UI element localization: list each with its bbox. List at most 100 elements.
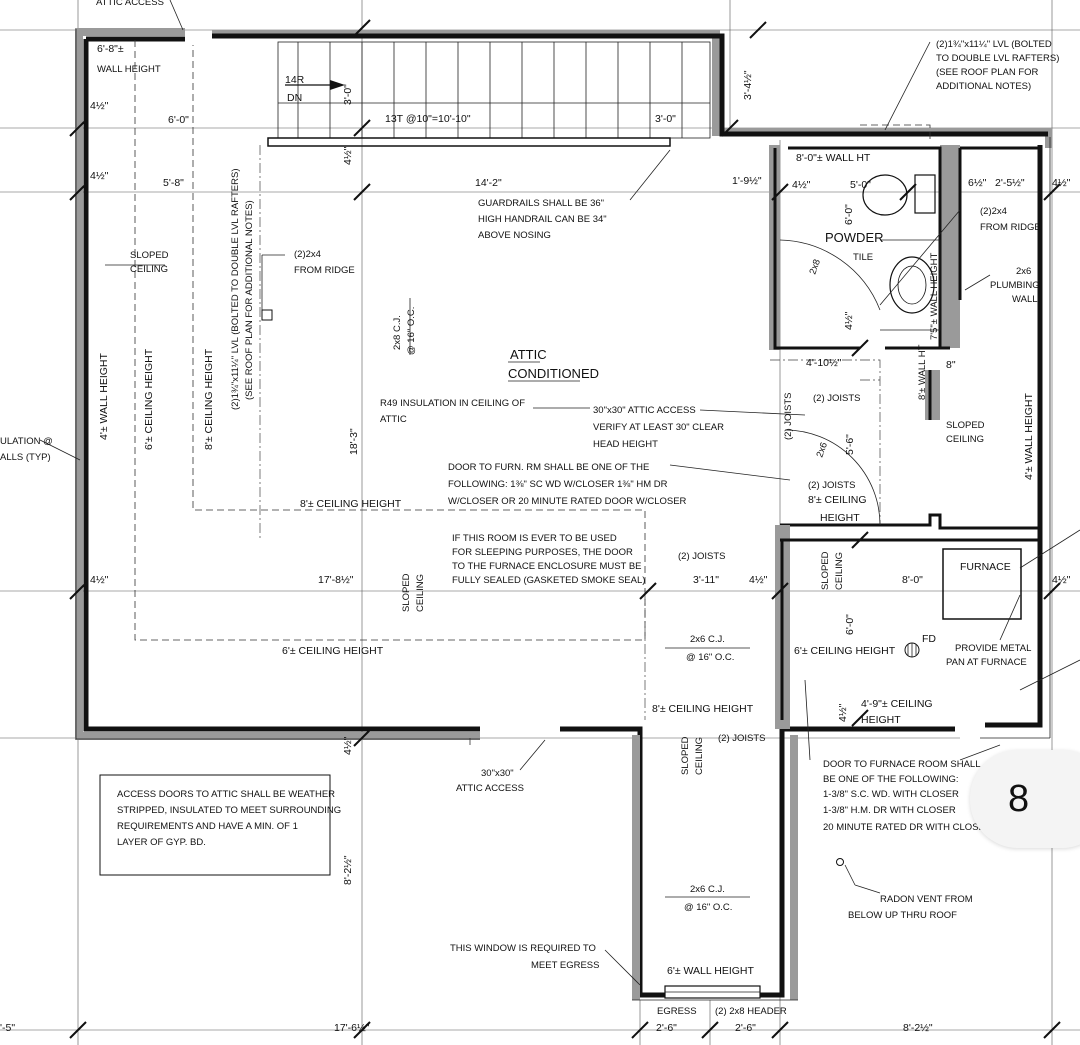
wall-height-label: 6'± WALL HEIGHT [667,965,755,977]
ceiling-joist-label: 2x6 C.J. [690,884,725,895]
page-number-badge: 8 [970,750,1080,848]
ridge-note: FROM RIDGE [980,222,1041,233]
access-doors-note: LAYER OF GYP. BD. [117,837,206,848]
guardrail-note: ABOVE NOSING [478,230,551,241]
insulation-edge-note: ULATION @ [0,436,53,447]
plumbing-note: 2x6 [1016,266,1031,277]
lvl-note-label: (2)1¾"x11¼" LVL (BOLTED [936,39,1052,50]
ridge-note: FROM RIDGE [294,265,355,276]
sleeping-note: TO THE FURNACE ENCLOSURE MUST BE [452,561,642,572]
access-doors-note: REQUIREMENTS AND HAVE A MIN. OF 1 [117,821,298,832]
sloped-ceiling-label: CEILING [415,574,426,612]
joists-label: (2) JOISTS [783,392,794,440]
furnace-door-note: 20 MINUTE RATED DR WITH CLOSE [823,822,985,833]
ceiling-height-label: HEIGHT [820,512,860,524]
guardrail-note: GUARDRAILS SHALL BE 36" [478,198,604,209]
dimension-label: 4½" [1052,574,1071,586]
ceiling-joist-label: 2x8 C.J. [392,315,403,350]
sloped-ceiling-label: SLOPED [130,250,169,261]
door-furnace-note: FOLLOWING: 1⅜" SC WD W/CLOSER 1⅜" HM DR [448,479,668,490]
leaders [39,0,1080,986]
ceiling-height-label: 8'± CEILING HEIGHT [203,348,215,450]
door-furnace-note: DOOR TO FURN. RM SHALL BE ONE OF THE [448,462,649,473]
ceiling-outlines [134,40,931,745]
dimension-label: 4½" [90,100,109,112]
dimension-label: 3'-4½" [742,70,754,100]
header-label: (2) 2x8 HEADER [715,1006,787,1017]
dimension-label: 4½" [90,574,109,586]
lvl-note-label: TO DOUBLE LVL RAFTERS) [936,53,1059,64]
access-doors-box [99,774,331,876]
ceiling-joist-label: @ 16" O.C. [406,307,417,355]
ridge-note: (2)2x4 [294,249,321,260]
lvl-vertical-note: (2)1¾"x11¼" LVL (BOLTED TO DOUBLE LVL RA… [230,168,241,410]
stair-width-label: 3'-0" [342,84,354,105]
dimension-label: 2'-6" [656,1022,677,1034]
dimension-label: 8" [946,359,956,371]
room-name-conditioned: CONDITIONED [508,366,599,381]
egress-note: MEET EGRESS [531,960,599,971]
attic-access-note: 30"x30" ATTIC ACCESS [593,405,696,416]
furnace-box [942,548,1022,620]
radon-note: BELOW UP THRU ROOF [848,910,957,921]
furnace-door-note: 1-3/8" H.M. DR WITH CLOSER [823,805,956,816]
stair-treads-label: 13T @10"=10'-10" [385,113,471,125]
ceiling-joist-label: @ 16" O.C. [684,902,732,913]
lvl-note-label: (SEE ROOF PLAN FOR [936,67,1039,78]
ceiling-joist-label: @ 16" O.C. [686,652,734,663]
room-name-attic: ATTIC [510,347,547,362]
sloped-ceiling-label: CEILING [694,737,705,775]
sloped-ceiling-label: SLOPED [820,551,831,590]
floor-finish-label: TILE [853,252,873,263]
wall-height-label: 6'-8"± [97,43,124,55]
furnace-door-note: DOOR TO FURNACE ROOM SHALL [823,759,980,770]
wall-height-label: 4'± WALL HEIGHT [98,352,110,440]
joists-label: (2) JOISTS [813,393,861,404]
lvl-vertical-note: (SEE ROOF PLAN FOR ADDITIONAL NOTES) [244,200,255,400]
fixtures [261,174,1022,866]
furnace-door-note: BE ONE OF THE FOLLOWING: [823,774,958,785]
ceiling-height-label: 8'± CEILING [808,494,867,506]
attic-access-note: HEAD HEIGHT [593,439,658,450]
attic-access-top-label: ATTIC ACCESS [96,0,164,8]
dimension-label: 4½" [90,170,109,182]
insulation-note: ATTIC [380,414,407,425]
tick-marks [69,19,1061,1039]
ceiling-joist-label: 2x6 C.J. [690,634,725,645]
dimension-label: 6'-0" [168,114,189,126]
member-label: 2x8 [807,258,823,276]
dimension-label: 5'-0" [850,179,871,191]
joists-label: (2) JOISTS [678,551,726,562]
sleeping-note: IF THIS ROOM IS EVER TO BE USED [452,533,617,544]
lvl-note-label: ADDITIONAL NOTES) [936,81,1031,92]
dimension-label: 14'-2" [475,177,502,189]
dimension-label: 8'-2½" [342,855,354,885]
dimension-label: 4½" [1052,177,1071,189]
plumbing-note: WALL [1012,294,1038,305]
joists-label: (2) JOISTS [718,733,766,744]
dimension-label: 4'-10½" [806,357,842,369]
dimension-label: 6'-0" [843,204,855,225]
dimension-label: 8'-2½" [903,1022,933,1034]
stair-risers-label: 14R [285,74,305,86]
dimension-label: 4½" [342,146,354,165]
ceiling-height-label: 6'± CEILING HEIGHT [143,348,155,450]
metal-pan-note: PAN AT FURNACE [946,657,1027,668]
insulation-edge-note: ALLS (TYP) [0,452,51,463]
dimension-label: 4½" [749,574,768,586]
interior-walls [769,145,1040,729]
dimension-label: 17'-6½" [334,1022,370,1034]
sink-icon [889,256,935,314]
radon-note: RADON VENT FROM [880,894,973,905]
furnace-label: FURNACE [960,561,1011,573]
access-doors-note: ACCESS DOORS TO ATTIC SHALL BE WEATHER [117,789,335,800]
radon-vent-icon [836,858,844,866]
ceiling-height-label: HEIGHT [861,714,901,726]
exterior-walls [75,28,1052,1001]
ceiling-height-label: 8'± CEILING HEIGHT [300,498,402,510]
metal-pan-note: PROVIDE METAL [955,643,1031,654]
page-number: 8 [1008,777,1030,820]
